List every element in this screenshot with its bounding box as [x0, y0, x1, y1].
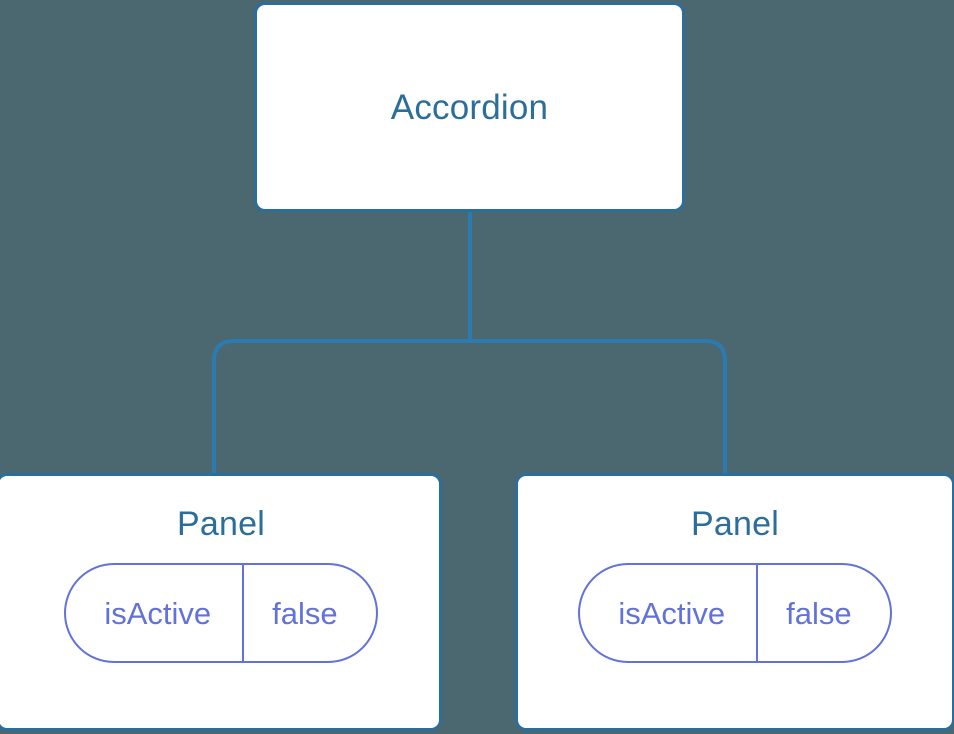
connector-to-panel-left	[212, 339, 470, 476]
prop-key: isActive	[66, 565, 245, 661]
node-accordion[interactable]: Accordion	[254, 2, 685, 212]
node-panel-left[interactable]: Panel isActive false	[0, 473, 442, 731]
connector-to-panel-right	[470, 339, 727, 476]
prop-value: false	[272, 595, 338, 631]
prop-key: isActive	[580, 565, 759, 661]
node-panel-left-label: Panel	[177, 505, 265, 543]
prop-pill-isactive-right[interactable]: isActive false	[578, 563, 892, 663]
node-panel-right[interactable]: Panel isActive false	[515, 473, 954, 731]
prop-pill-isactive-left[interactable]: isActive false	[64, 563, 378, 663]
prop-value: false	[786, 595, 852, 631]
node-panel-right-label: Panel	[691, 505, 779, 543]
node-accordion-label: Accordion	[390, 87, 549, 127]
